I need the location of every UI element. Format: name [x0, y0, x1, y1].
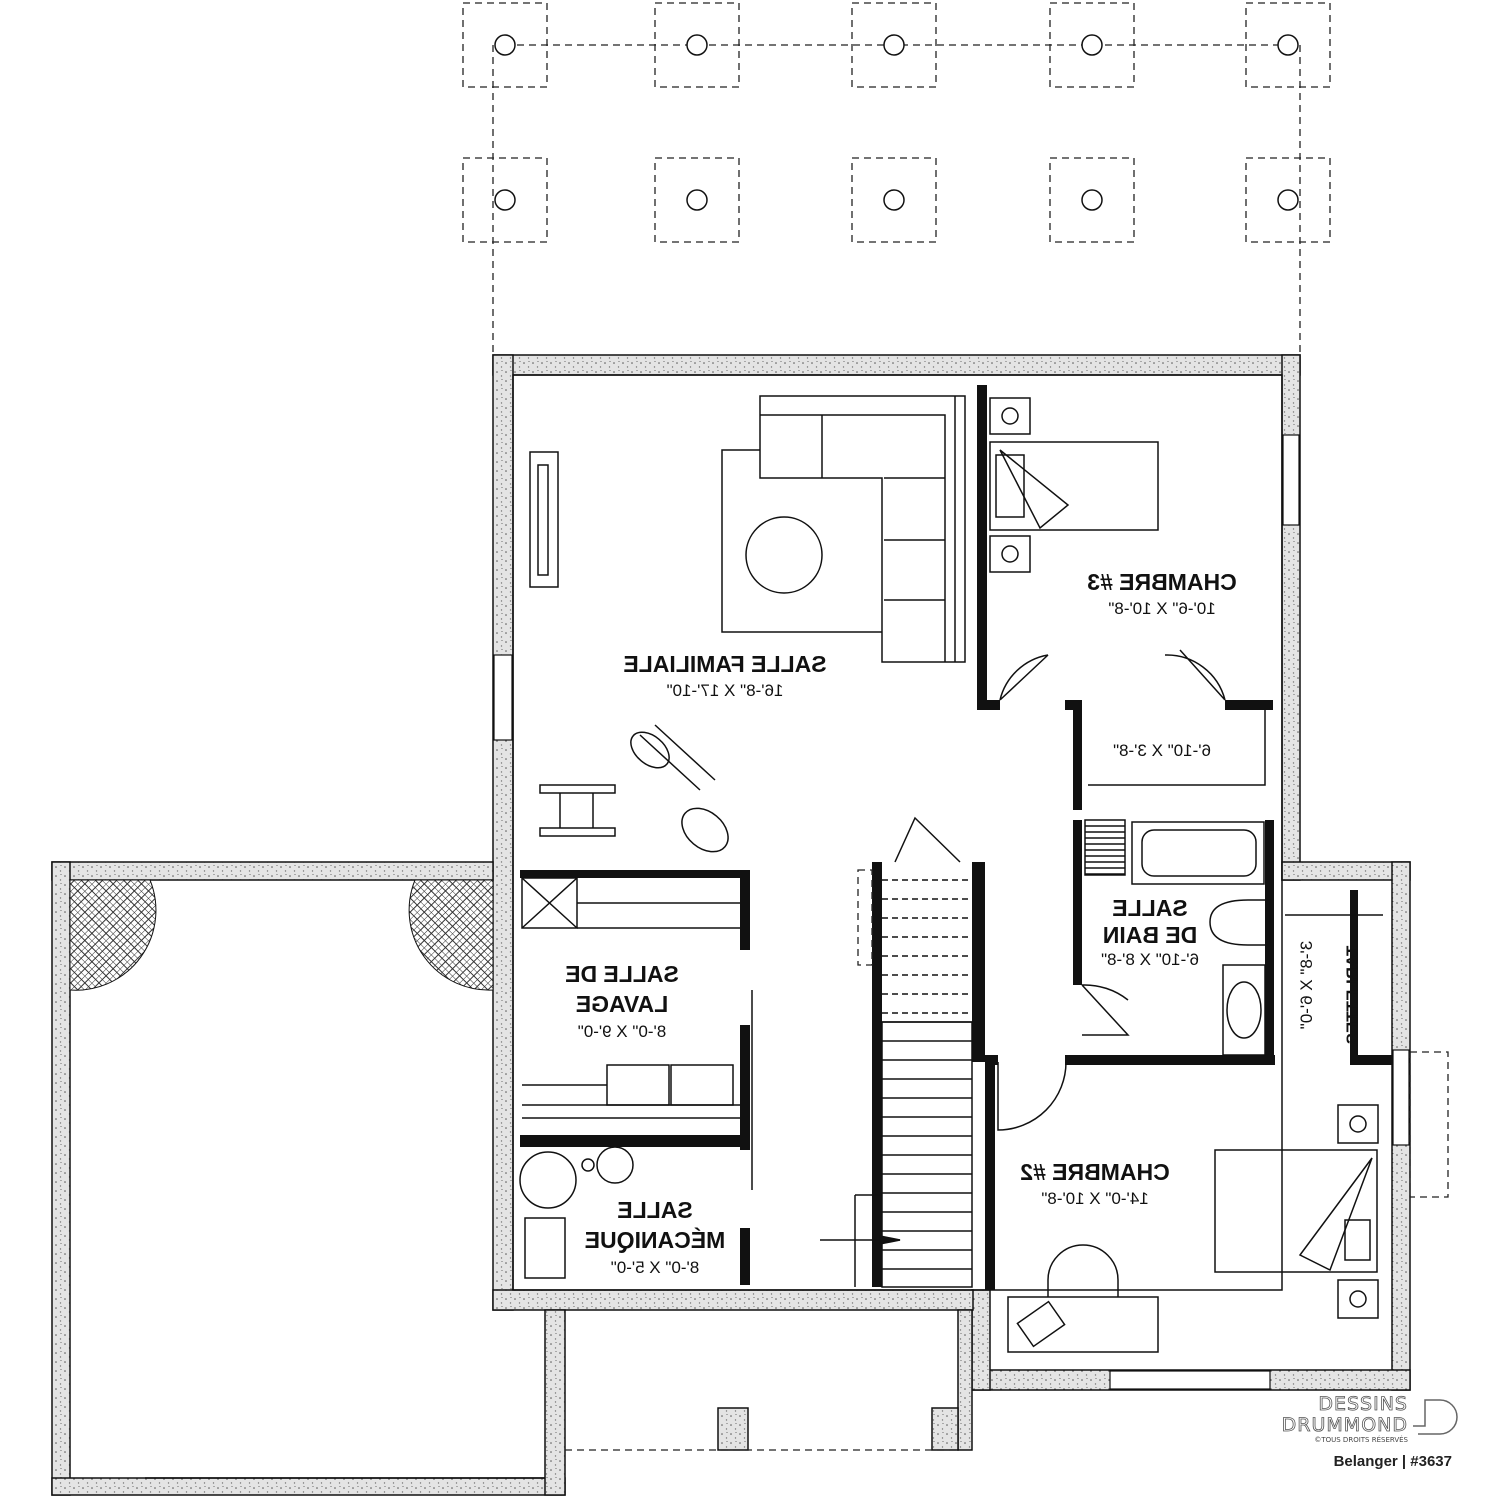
bed: [989, 441, 1159, 531]
exercise-equipment: [539, 724, 729, 853]
tv-console: [529, 451, 559, 588]
chair: [1047, 1244, 1119, 1297]
post-footing: [1245, 157, 1331, 243]
mechanical-dims: 8'-0" X 5'-0": [611, 1258, 700, 1277]
dryer: [670, 1064, 734, 1106]
washer: [606, 1064, 670, 1106]
shelves-name: TABLETTES: [1343, 946, 1362, 1045]
mechanical-name-line1: SALLE: [617, 1197, 692, 1223]
bathroom-name-line1: SALLE: [1112, 895, 1187, 921]
laundry-name-line1: SALLE DE: [565, 961, 679, 987]
post-footing: [462, 157, 548, 243]
closet-dims: 6'-10" X 3'-8": [1113, 741, 1211, 760]
family-room-furniture: [529, 395, 966, 663]
windows: [493, 434, 1410, 1390]
post-footing: [1049, 2, 1135, 88]
deck-outline: [462, 2, 1331, 355]
linen-shelf: [1084, 819, 1126, 876]
post: [1277, 189, 1299, 211]
nightstand: [989, 535, 1031, 573]
post: [494, 34, 516, 56]
bathroom-fixtures: [1084, 819, 1271, 1056]
logo-line2: DRUMMOND: [1282, 1414, 1408, 1436]
post-footing: [851, 157, 937, 243]
bedroom3-name: CHAMBRE #3: [1087, 569, 1237, 595]
nightstand: [1337, 1279, 1379, 1319]
bedroom3-furniture: [989, 397, 1159, 573]
post-footing: [462, 2, 548, 88]
foundation-walls: [51, 354, 1411, 1496]
logo-line1: DESSINS: [1318, 1393, 1408, 1415]
post: [1277, 34, 1299, 56]
shelves-dims: 3'-8" X 6'-0": [1297, 941, 1316, 1030]
bedroom2-dims: 14'-0" X 10'-8": [1041, 1189, 1148, 1208]
plan-credit: Belanger | #3637: [1334, 1453, 1452, 1470]
post: [1081, 34, 1103, 56]
closet-shelf: [1088, 710, 1266, 786]
bathroom-name-line2: DE BAIN: [1103, 922, 1198, 948]
bathtub: [1131, 821, 1265, 885]
post: [494, 189, 516, 211]
nightstand: [1337, 1104, 1379, 1144]
porch-post: [931, 1407, 959, 1451]
post-footing: [654, 2, 740, 88]
porch-post: [717, 1407, 749, 1451]
bedroom2-name: CHAMBRE #2: [1020, 1159, 1170, 1185]
drummond-logo: DESSINS DRUMMOND ©TOUS DROITS RÉSERVÉS B…: [1281, 1393, 1458, 1470]
post-footing: [851, 2, 937, 88]
mechanical-fixtures: [519, 1146, 634, 1279]
laundry-name-line2: LAVAGE: [576, 991, 668, 1017]
family-room-dims: 16'-8" X 17'-10": [667, 681, 784, 700]
room-labels: SALLE FAMILIALE 16'-8" X 17'-10" CHAMBRE…: [565, 569, 1362, 1277]
post-footing: [1245, 2, 1331, 88]
logo-mark: [1413, 1399, 1458, 1435]
sectional-sofa: [759, 395, 966, 663]
bathroom-dims: 6'-10" X 8'-8": [1101, 950, 1199, 969]
garage-corner-hatch: [69, 879, 157, 991]
laundry-fixtures: [521, 877, 740, 1119]
vanity: [1222, 964, 1266, 1056]
window-well: [1409, 1051, 1449, 1198]
bedroom2-furniture: [1007, 1104, 1379, 1353]
toilet: [1209, 899, 1271, 946]
garage-corner-hatch: [408, 879, 494, 991]
post-footing: [1049, 157, 1135, 243]
mechanical-name-line2: MÉCANIQUE: [585, 1226, 726, 1253]
shelves-unit: [1285, 914, 1383, 1055]
interior-walls: [520, 385, 1392, 1290]
bed: [1214, 1149, 1378, 1273]
coffee-table: [745, 516, 823, 594]
post: [883, 34, 905, 56]
post: [883, 189, 905, 211]
sink: [1226, 981, 1262, 1039]
desk: [1007, 1296, 1159, 1353]
stairs: [820, 869, 973, 1288]
family-room-name: SALLE FAMILIALE: [623, 651, 826, 677]
post-footing: [654, 157, 740, 243]
logo-rights: ©TOUS DROITS RÉSERVÉS: [1314, 1435, 1408, 1444]
bedroom3-dims: 10'-6" X 10'-8": [1108, 599, 1215, 618]
post: [686, 34, 708, 56]
post: [686, 189, 708, 211]
post: [1081, 189, 1103, 211]
doors: [751, 649, 1226, 1190]
laundry-dims: 8'-0" X 9'-0": [578, 1022, 667, 1041]
water-heater: [519, 1151, 577, 1209]
nightstand: [989, 397, 1031, 435]
